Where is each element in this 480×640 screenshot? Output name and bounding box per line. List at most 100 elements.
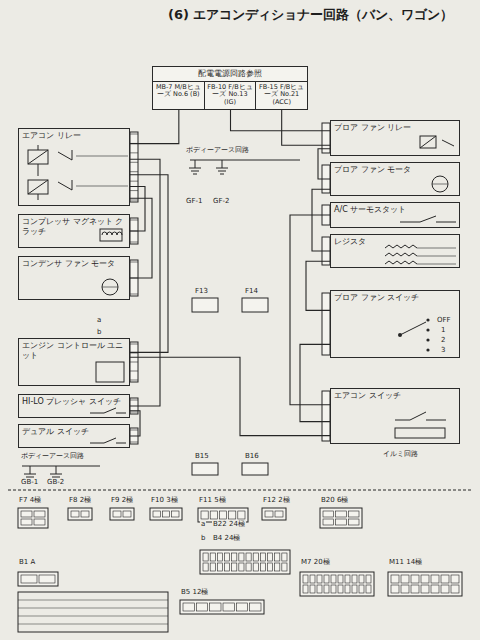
pin-cell xyxy=(265,511,273,517)
symbol-line xyxy=(130,442,138,443)
pin-cell xyxy=(217,553,222,561)
pin-cell xyxy=(203,553,208,561)
diagram-title: (6) エアコンディショナー回路（バン、ワゴン） xyxy=(168,6,453,24)
symbol-rect xyxy=(322,293,330,355)
component-box: エアコン リレー xyxy=(18,128,130,206)
symbol-line xyxy=(130,430,138,431)
callout-label: b xyxy=(96,328,102,336)
callout-label: M11 14極 xyxy=(388,558,423,566)
symbol-rect xyxy=(28,150,48,164)
pin-cell xyxy=(441,575,449,583)
callout-label: F9 2極 xyxy=(110,496,134,504)
callout-label: F13 xyxy=(194,287,209,295)
symbol-line xyxy=(130,134,138,135)
wire xyxy=(300,344,330,421)
callout-label: GB-1 xyxy=(20,478,39,486)
motor-symbol xyxy=(102,279,118,295)
pin-cell xyxy=(421,575,429,583)
pin-cell xyxy=(282,563,287,571)
wire xyxy=(130,411,140,436)
pin-cell xyxy=(225,553,230,561)
wire xyxy=(130,109,179,144)
pin-cell xyxy=(401,585,409,593)
wire xyxy=(290,215,330,405)
symbol-line xyxy=(216,168,228,169)
symbol-line xyxy=(130,344,138,345)
pin-cell xyxy=(421,585,429,593)
coil-symbol xyxy=(102,232,107,235)
pin-cell xyxy=(210,563,215,571)
callout-label: F10 3極 xyxy=(150,496,179,504)
symbol-rect xyxy=(262,508,286,520)
callout-label: 3 xyxy=(440,346,446,354)
component-box: ブロア ファン モータ xyxy=(330,162,460,196)
symbol-line xyxy=(22,466,100,467)
symbol-rect xyxy=(242,463,268,475)
wire xyxy=(282,109,330,145)
callout-label: 1 xyxy=(440,326,446,334)
component-name: FB-10 F/Bヒューズ No.13 (IG) xyxy=(207,84,254,107)
pin-cell xyxy=(317,575,322,583)
pin-cell xyxy=(219,511,226,519)
symbol-line xyxy=(130,294,138,295)
pin-cell xyxy=(391,585,399,593)
callout-label: イルミ回路 xyxy=(382,450,419,458)
callout-label: ボディーアース回路 xyxy=(20,452,85,460)
callout-label: 2 xyxy=(440,336,446,344)
callout-label: ボディーアース回路 xyxy=(185,146,250,154)
symbol-rect xyxy=(96,362,124,382)
callout-label: b xyxy=(200,534,206,542)
component-box: HI-LO プレッシャ スイッチ xyxy=(18,394,130,418)
symbol-line xyxy=(218,171,226,172)
callout-label: M7 20極 xyxy=(300,558,331,566)
symbol-rect xyxy=(320,508,362,528)
pin-cell xyxy=(162,511,169,517)
symbol-line xyxy=(220,174,224,175)
symbol-line xyxy=(104,408,116,413)
symbol-line xyxy=(426,420,446,421)
symbol-line xyxy=(395,420,410,421)
component-name: ブロア ファン モータ xyxy=(334,165,456,175)
symbol-line xyxy=(38,164,39,176)
callout-label: B20 6極 xyxy=(320,496,349,504)
symbol-line xyxy=(193,174,197,175)
component-name: レジスタ xyxy=(334,237,456,247)
switch-contact xyxy=(426,338,429,341)
symbol-rect xyxy=(100,229,122,241)
component-name: MB-7 M/Bヒューズ No.6 (B) xyxy=(155,84,202,100)
pin-cell xyxy=(260,553,265,561)
coil-symbol xyxy=(112,232,117,235)
separator xyxy=(8,490,472,491)
pin-cell xyxy=(359,585,364,593)
pin-cell xyxy=(331,585,336,593)
symbol-rect xyxy=(28,180,48,194)
symbol-rect xyxy=(300,572,374,596)
callout-label: a xyxy=(96,316,102,324)
symbol-line xyxy=(195,160,196,168)
pin-cell xyxy=(352,585,357,593)
pin-cell xyxy=(451,585,459,593)
pin-cell xyxy=(250,603,261,611)
component-box: ブロア ファン リレー xyxy=(330,120,460,156)
symbol-rect xyxy=(192,463,218,475)
pin-cell xyxy=(401,575,409,583)
pin-cell xyxy=(217,563,222,571)
wire xyxy=(318,149,330,179)
symbol-rect xyxy=(130,342,138,382)
coil-symbol xyxy=(117,232,122,235)
symbol-line xyxy=(420,216,436,222)
symbol-rect xyxy=(242,298,268,312)
pin-cell xyxy=(348,519,359,525)
symbol-line xyxy=(130,181,138,182)
callout-label: a xyxy=(200,520,206,528)
component-name: コンプレッサ マグネット クラッチ xyxy=(22,217,126,236)
symbol-line xyxy=(28,180,48,194)
component-box: 配電電源回路参照MB-7 M/Bヒューズ No.6 (B)FB-10 F/Bヒュ… xyxy=(152,66,308,110)
callout-label: B16 xyxy=(244,452,260,460)
pin-cell xyxy=(366,585,371,593)
fuse-cell: MB-7 M/Bヒューズ No.6 (B) xyxy=(153,82,205,109)
callout-label: B1 A xyxy=(18,558,36,566)
symbol-line xyxy=(18,608,168,609)
resistor-symbol xyxy=(385,245,417,248)
symbol-line xyxy=(442,140,454,146)
